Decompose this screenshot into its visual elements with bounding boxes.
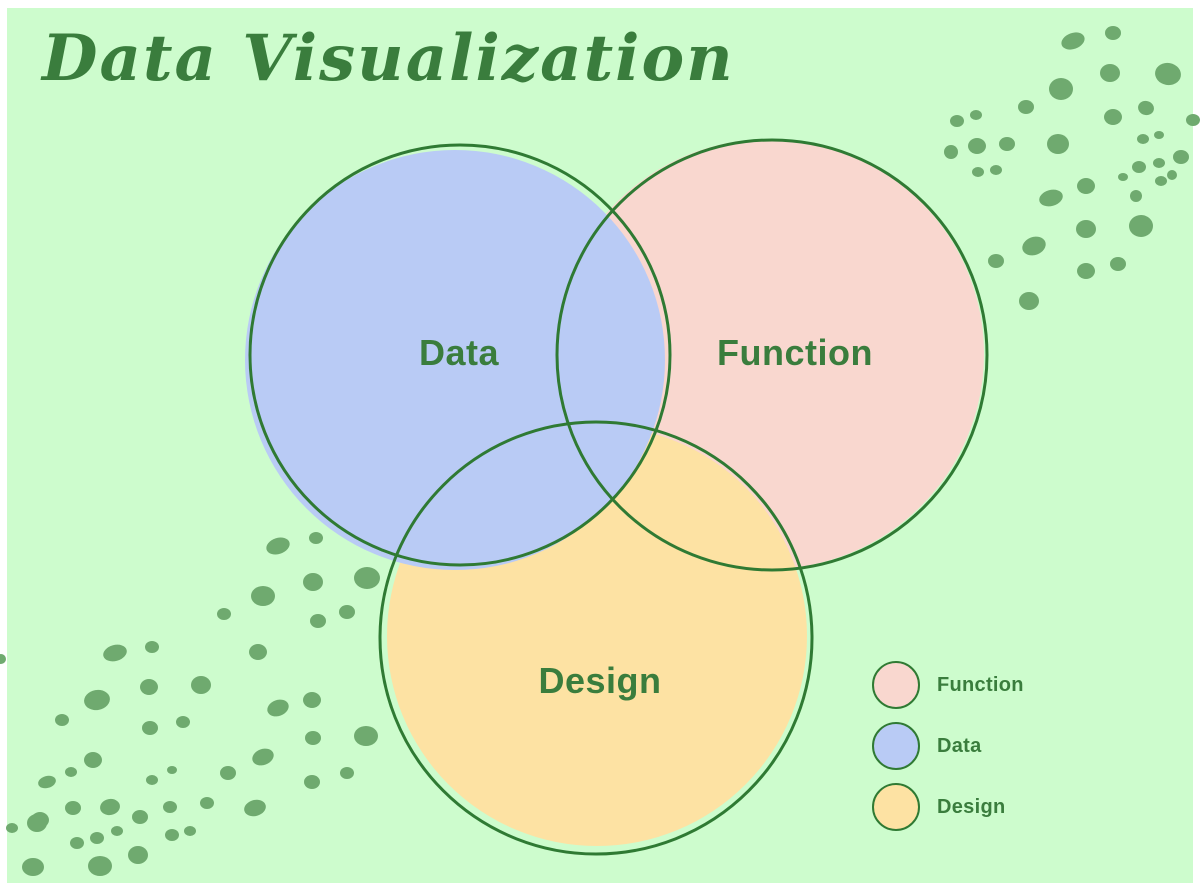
legend-label-function: Function bbox=[937, 673, 1024, 696]
legend-label-data: Data bbox=[937, 734, 982, 757]
legend-swatch-design-circle bbox=[872, 783, 920, 831]
venn-label-design: Design bbox=[538, 660, 662, 701]
legend: Function Data Design bbox=[872, 661, 1024, 831]
venn-label-function: Function bbox=[717, 332, 873, 373]
legend-item-data: Data bbox=[872, 722, 1024, 770]
venn-outline-function bbox=[555, 138, 989, 572]
venn-outline-data bbox=[248, 143, 672, 567]
legend-item-function: Function bbox=[872, 661, 1024, 709]
legend-item-design: Design bbox=[872, 783, 1024, 831]
legend-swatch-data-circle bbox=[872, 722, 920, 770]
page-title: Data Visualization bbox=[42, 21, 735, 96]
venn-outline-design bbox=[378, 420, 814, 856]
venn-label-data: Data bbox=[418, 332, 500, 373]
legend-swatch-function-circle bbox=[872, 661, 920, 709]
venn-fill-data bbox=[245, 150, 665, 570]
decor-dots-top-right bbox=[944, 26, 1200, 310]
legend-label-design: Design bbox=[937, 795, 1006, 818]
decor-dots-bottom-left bbox=[0, 532, 380, 876]
